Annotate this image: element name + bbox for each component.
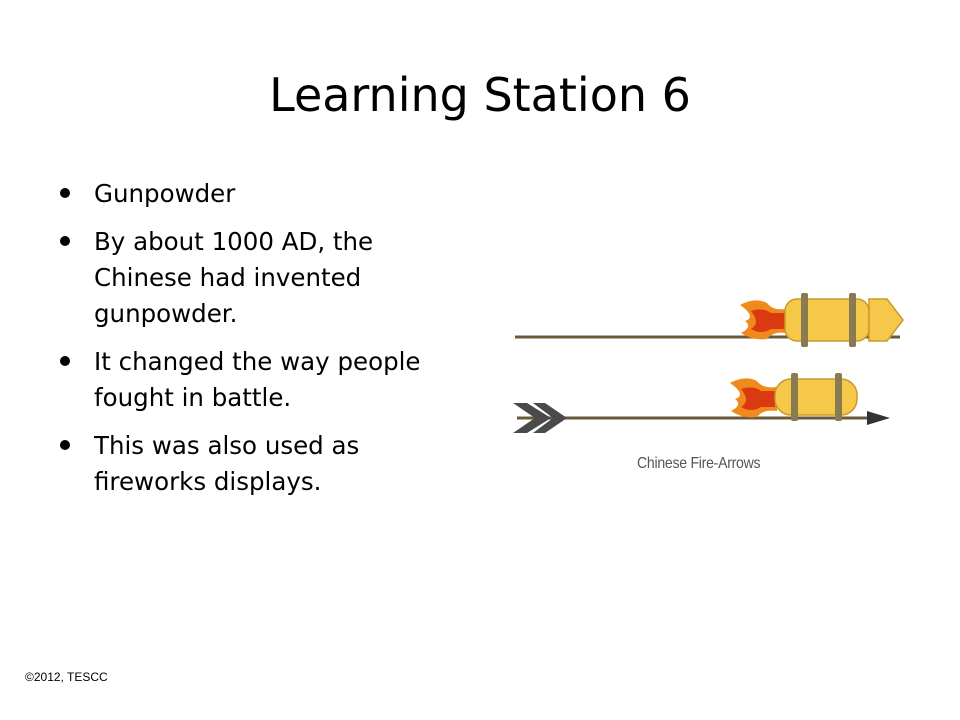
bullet-dot-icon (60, 440, 70, 450)
bullet-dot-icon (60, 236, 70, 246)
bullet-list: Gunpowder By about 1000 AD, the Chinese … (60, 176, 460, 512)
bullet-text: By about 1000 AD, the Chinese had invent… (94, 227, 374, 328)
bullet-dot-icon (60, 356, 70, 366)
bottom-flame-icon (730, 378, 777, 418)
top-flame-icon (740, 300, 787, 340)
figure-caption: Chinese Fire-Arrows (637, 455, 761, 472)
fire-arrows-svg (513, 293, 904, 433)
bullet-text: Gunpowder (94, 179, 236, 208)
fire-arrows-illustration: Chinese Fire-Arrows (505, 275, 925, 490)
bullet-text: It changed the way people fought in batt… (94, 347, 421, 412)
bottom-rocket-icon (774, 373, 858, 421)
bullet-item: It changed the way people fought in batt… (60, 344, 460, 416)
bullet-item: By about 1000 AD, the Chinese had invent… (60, 224, 460, 332)
slide-title: Learning Station 6 (269, 68, 691, 122)
bullet-dot-icon (60, 188, 70, 198)
bottom-arrowhead-icon (867, 411, 890, 425)
bullet-item: Gunpowder (60, 176, 460, 212)
bottom-fletching-icon (513, 403, 567, 433)
copyright-notice: ©2012, TESCC (25, 670, 108, 684)
top-rocket-icon (784, 293, 904, 347)
bullet-item: This was also used as fireworks displays… (60, 428, 460, 500)
bullet-text: This was also used as fireworks displays… (94, 431, 360, 496)
